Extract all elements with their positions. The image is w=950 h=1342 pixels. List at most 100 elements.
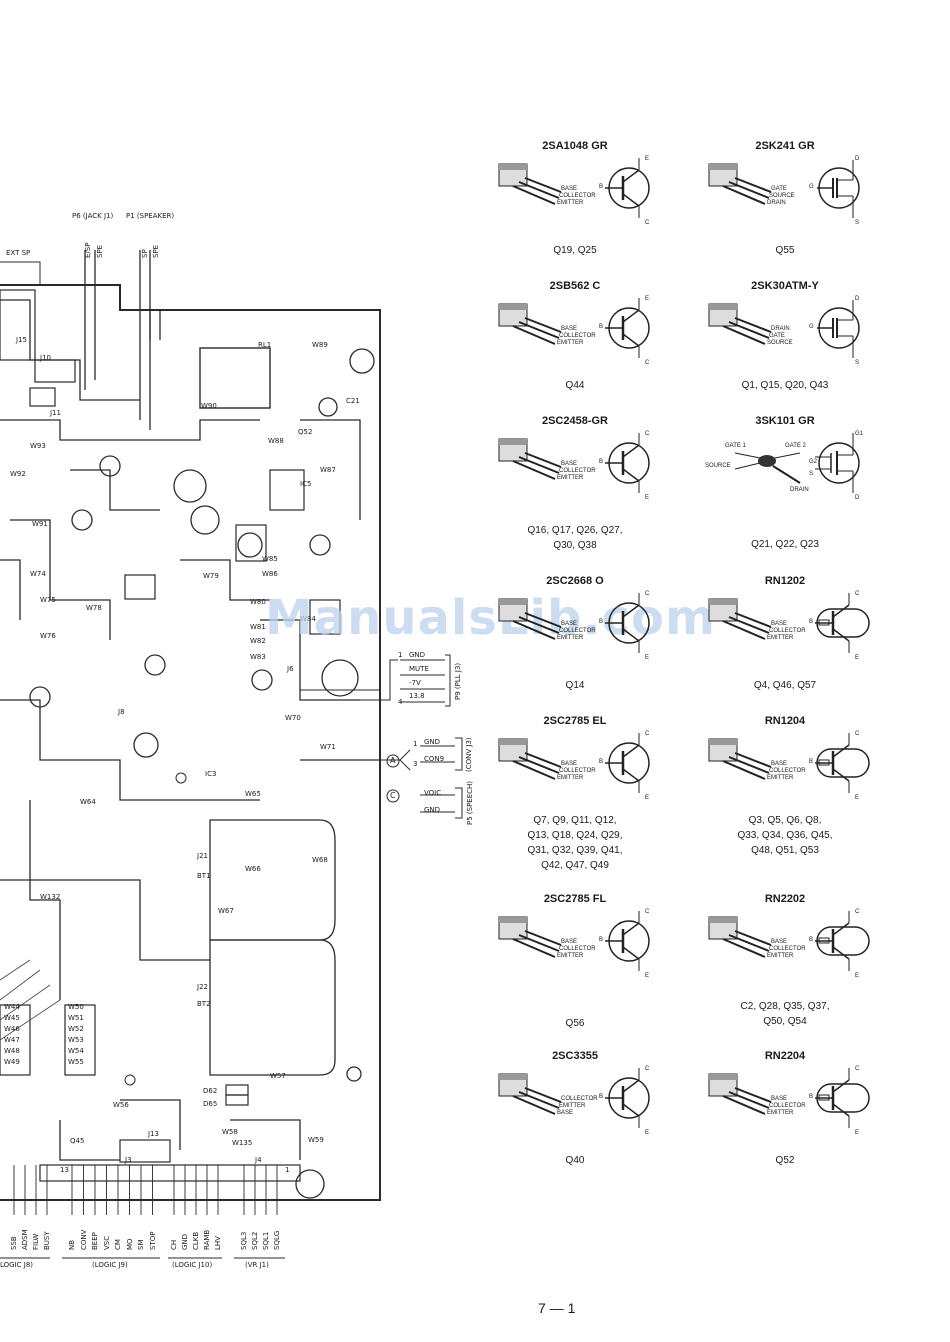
signal-label: FILW (32, 1233, 40, 1250)
symbol-pin-label: B (809, 619, 814, 625)
symbol-pin-label: S (855, 220, 860, 226)
part-title: 2SC2458-GR (541, 415, 609, 427)
package-pin-label: BASE (561, 326, 578, 332)
part-reference-list: Q1, Q15, Q20, Q43 (741, 380, 829, 391)
package-pin-label: BASE (771, 1096, 788, 1102)
pcb-label: D65 (203, 1100, 218, 1108)
symbol-pin-label: E (645, 156, 650, 162)
package-pin-label: GATE (769, 333, 785, 339)
j4-label: J4 (255, 1156, 262, 1164)
package-pin-label: BASE (561, 186, 578, 192)
package-pin-label: COLLECTOR (559, 193, 596, 199)
part-title: 3SK101 GR (755, 415, 815, 427)
pcb-label: W70 (285, 714, 301, 722)
package-pin-label: EMITTER (557, 953, 584, 959)
symbol-pin-label: C (645, 220, 650, 226)
package-pin-label: SOURCE (767, 340, 793, 346)
p9-pin-gnd: GND (409, 651, 426, 659)
speech-marker-c: C (390, 791, 396, 800)
page-number: 7 — 1 (538, 1300, 576, 1316)
pcb-label: W83 (250, 653, 266, 661)
package-pin-label: EMITTER (767, 635, 794, 641)
part-reference-list: Q33, Q34, Q36, Q45, (737, 830, 833, 841)
part-reference-list: Q16, Q17, Q26, Q27, (527, 525, 623, 536)
pcb-label: W135 (232, 1139, 253, 1147)
wire-label: W46 (4, 1025, 20, 1033)
wire-label: W50 (68, 1003, 84, 1011)
pcb-label: W90 (201, 402, 217, 410)
signal-label: CH (170, 1239, 178, 1250)
conv-marker-a: A (390, 756, 396, 765)
symbol-pin-label: C (855, 909, 860, 915)
p1-pin-spe: SPE (152, 244, 160, 258)
part-reference-list: Q56 (565, 1018, 585, 1029)
part-title: RN2204 (764, 1050, 806, 1062)
package-pin-label: EMITTER (557, 475, 584, 481)
package-pin-label: COLLECTOR (769, 1103, 806, 1109)
symbol-pin-label: B (599, 184, 604, 190)
signal-label: STOP (148, 1231, 157, 1250)
pcb-label: J10 (40, 354, 51, 362)
pcb-label: W64 (80, 798, 96, 806)
symbol-pin-label: B (599, 759, 604, 765)
part-reference-list: Q14 (565, 680, 585, 691)
j3-label: J3 (125, 1156, 132, 1164)
pcb-label: J22 (197, 983, 208, 991)
symbol-pin-label: E (855, 795, 860, 801)
symbol-pin-label: C (645, 360, 650, 366)
part-title: 2SA1048 GR (542, 140, 608, 152)
package-outline-icon (495, 158, 595, 218)
package-outline-icon (705, 433, 805, 493)
conv-title: (CONV J3) (465, 737, 473, 772)
symbol-pin-label: G2 (809, 459, 818, 465)
pcb-label: W79 (203, 572, 219, 580)
package-pin-label: COLLECTOR (559, 333, 596, 339)
pcb-label: W85 (262, 555, 278, 563)
part-title: 2SC2668 O (546, 575, 604, 587)
package-pin-label: COLLECTOR (559, 628, 596, 634)
signal-label: SSB (10, 1236, 18, 1250)
package-pin-label: DRAIN (767, 200, 786, 206)
transistor-symbol-icon (813, 427, 873, 497)
symbol-pin-label: C (645, 909, 650, 915)
package-outline-icon (705, 911, 805, 971)
wire-label: W53 (68, 1036, 84, 1044)
symbol-pin-label: D (855, 495, 860, 501)
symbol-pin-label: E (855, 655, 860, 661)
pcb-label: C21 (346, 397, 360, 405)
part-reference-list: Q21, Q22, Q23 (751, 539, 819, 550)
package-pin-label: SOURCE (705, 463, 731, 469)
package-outline-icon (705, 298, 805, 358)
p9-pin-num-1: 1 (398, 651, 403, 659)
pcb-label: W76 (40, 632, 56, 640)
transistor-symbol-icon (603, 905, 663, 975)
p9-pin-7v: -7V (409, 679, 421, 687)
wire-label: W44 (4, 1003, 20, 1011)
pcb-label: RL1 (258, 341, 272, 349)
symbol-pin-label: C (645, 731, 650, 737)
package-outline-icon (705, 1068, 805, 1128)
transistor-symbol-icon (603, 292, 663, 362)
package-pin-label: BASE (561, 621, 578, 627)
package-pin-label: EMITTER (557, 340, 584, 346)
pcb-label: W81 (250, 623, 266, 631)
symbol-pin-label: B (599, 459, 604, 465)
transistor-symbol-icon (813, 292, 873, 362)
speech-pin-voic: VOIC (424, 789, 442, 797)
part-reference-list: Q50, Q54 (763, 1016, 807, 1027)
symbol-pin-label: B (599, 937, 604, 943)
pin-1-label: 1 (285, 1166, 290, 1174)
part-reference-list: Q3, Q5, Q6, Q8, (748, 815, 822, 826)
symbol-pin-label: E (645, 795, 650, 801)
pcb-label: W66 (245, 865, 261, 873)
part-reference-list: Q30, Q38 (553, 540, 597, 551)
p6-pin-spe: SPE (96, 244, 104, 258)
transistor-symbol-icon (603, 152, 663, 222)
package-outline-icon (705, 158, 805, 218)
